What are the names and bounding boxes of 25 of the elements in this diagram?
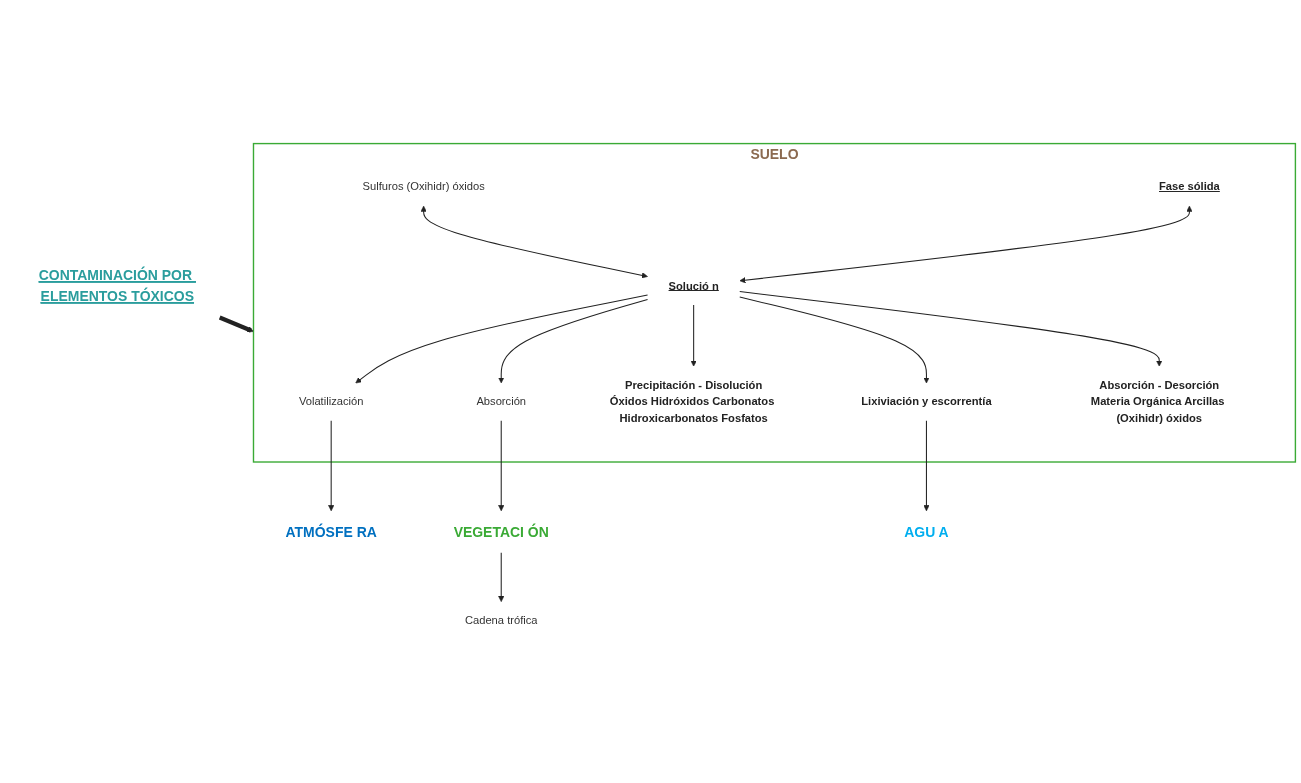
- node-text: Absorción - Desorción Materia Orgánica Arcillas (Oxihidr) óxidos: [1090, 378, 1225, 425]
- node-text: Fase sólida: [1158, 180, 1220, 193]
- node-text: Volatilización: [298, 395, 364, 408]
- node-text: AGU A: [904, 524, 949, 540]
- arrow: [923, 420, 930, 512]
- arrow: [739, 296, 930, 384]
- node-text: Cadena trófica: [464, 614, 538, 627]
- node-text: Solució n: [668, 279, 719, 292]
- arrow: [355, 294, 649, 384]
- node-text: Precipitación - Disolución Óxidos Hidróxidos Carbonatos Hidroxicarbonatos Fosfatos: [609, 378, 775, 425]
- arrow: [498, 420, 505, 512]
- node-text: Absorción: [476, 395, 527, 408]
- arrow: [739, 205, 1193, 284]
- node-text: VEGETACI ÓN: [453, 524, 549, 540]
- node-text: ATMÓSFE RA: [285, 524, 377, 540]
- node-text: Sulfuros (Oxihidr) óxidos: [362, 180, 485, 193]
- arrow: [498, 552, 505, 602]
- arrow: [328, 420, 335, 512]
- arrow: [218, 315, 254, 333]
- node-text: Lixiviación y escorrentía: [861, 395, 992, 408]
- arrow: [420, 205, 648, 279]
- arrow: [690, 304, 697, 367]
- arrow: [498, 298, 649, 384]
- arrow: [739, 291, 1163, 367]
- node-text: CONTAMINACIÓN POR ELEMENTOS TÓXICOS: [38, 267, 195, 305]
